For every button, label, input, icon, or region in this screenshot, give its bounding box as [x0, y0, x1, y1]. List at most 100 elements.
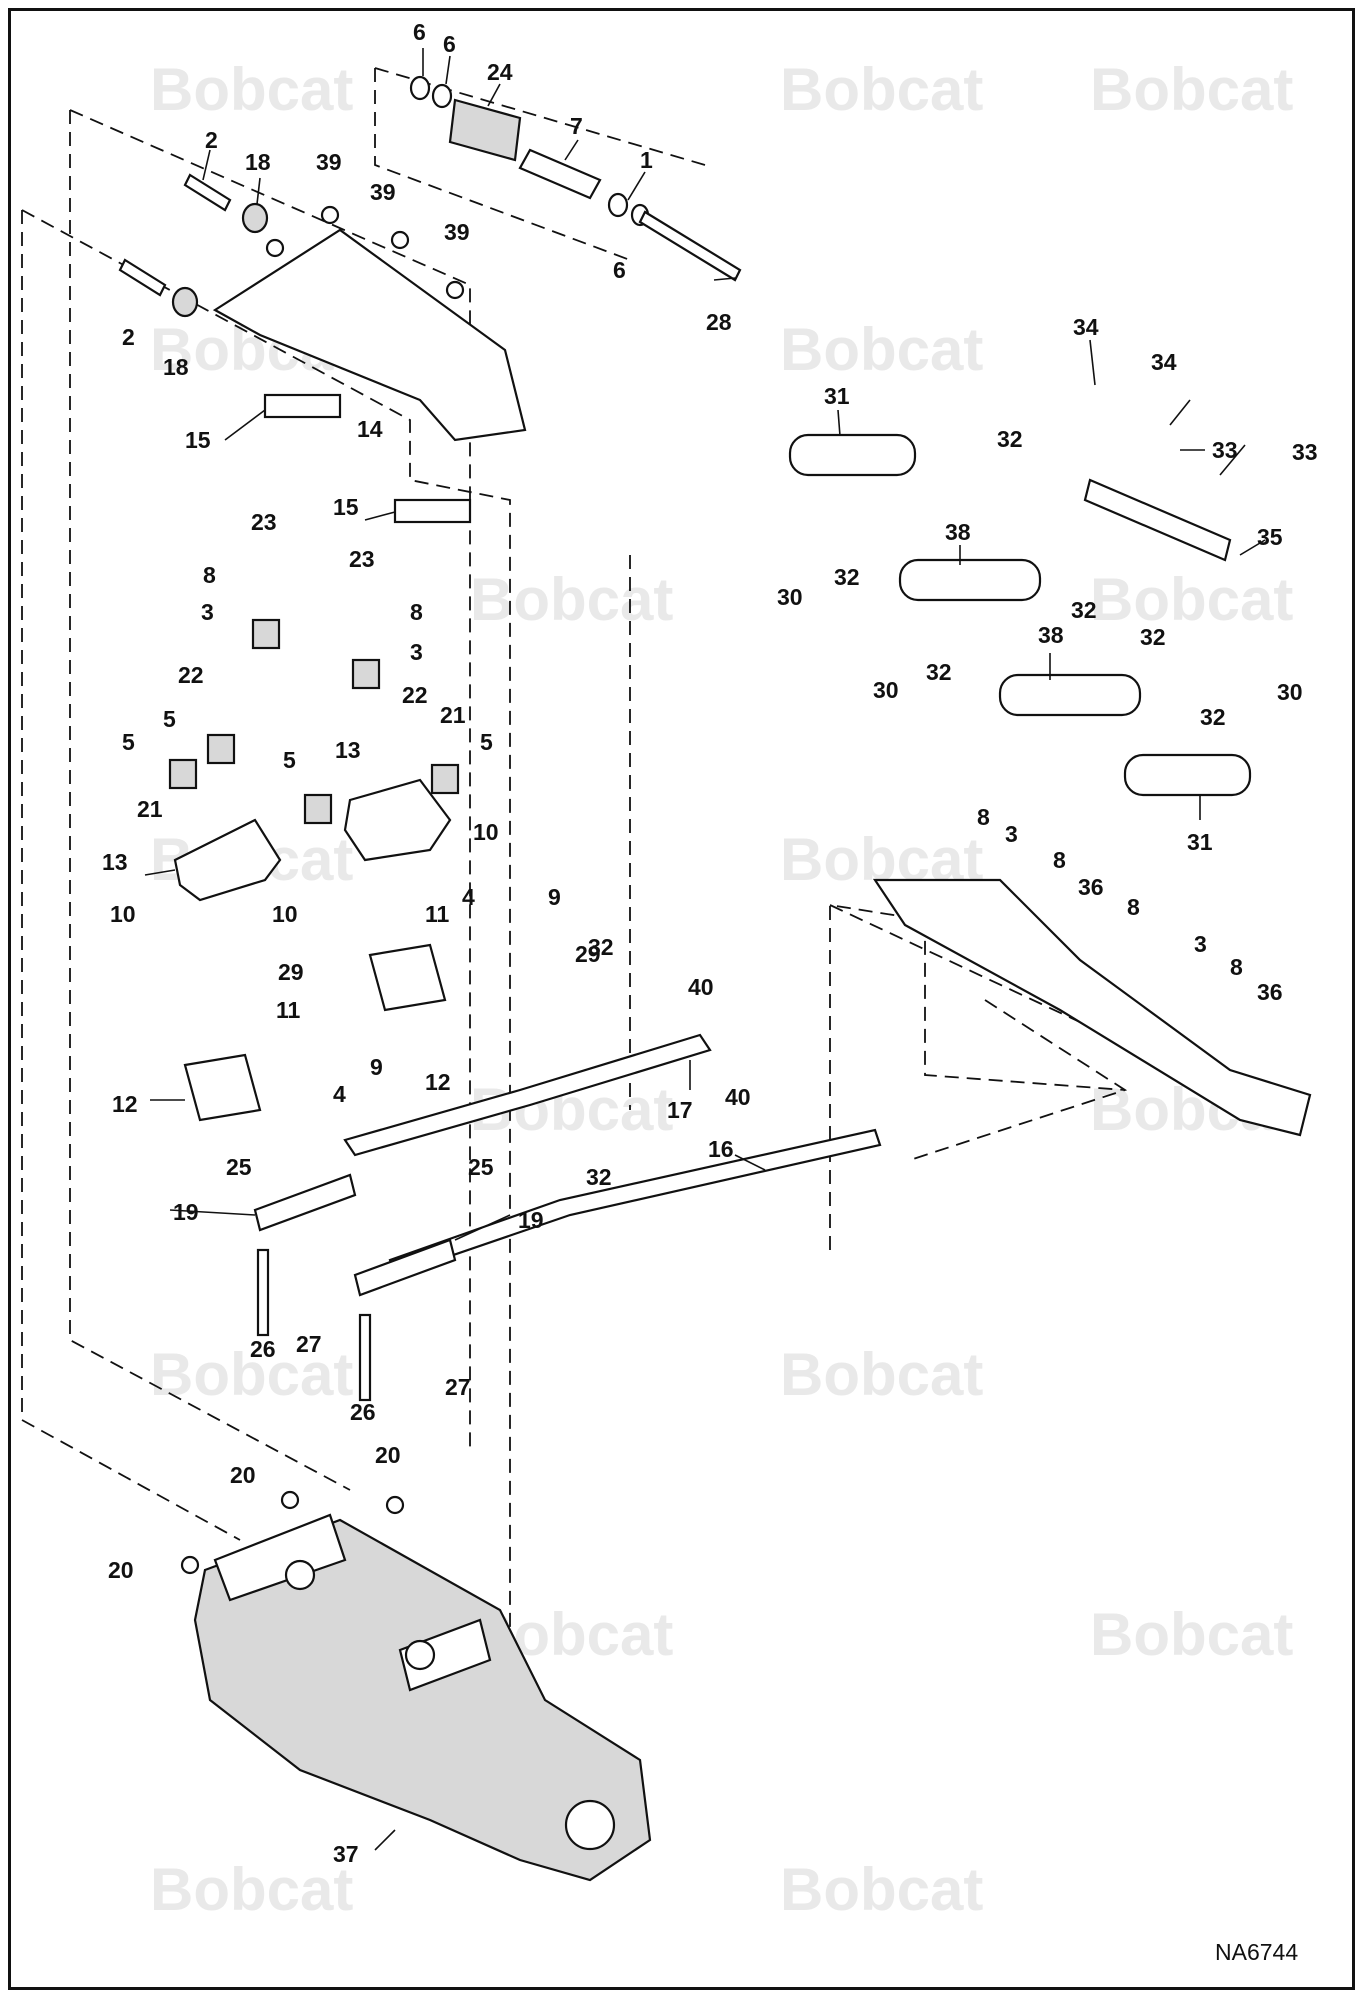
- watermark: Bobcat: [1090, 566, 1293, 633]
- callout-1: 1: [640, 147, 653, 173]
- pin-2b: [118, 258, 167, 297]
- callout-37: 37: [333, 1841, 359, 1867]
- callout-9: 9: [548, 884, 561, 910]
- callout-34: 34: [1151, 349, 1177, 375]
- leader: [454, 1214, 511, 1241]
- leader: [627, 171, 646, 201]
- cylinder-31b: [1123, 753, 1252, 797]
- callout-32: 32: [588, 934, 614, 960]
- callout-4: 4: [462, 884, 475, 910]
- callout-10: 10: [110, 901, 136, 927]
- callout-29: 29: [575, 941, 601, 967]
- bolt-39b: [320, 205, 340, 225]
- watermark: Bobcat: [1090, 1601, 1293, 1668]
- callouts: 6 6 24 7 1 6 28 2 18 39 39 39 2 18 15 14…: [102, 19, 1318, 1867]
- pump-port: [564, 1799, 616, 1851]
- callout-26: 26: [350, 1399, 376, 1425]
- callout-7: 7: [570, 113, 583, 139]
- callout-8: 8: [1230, 954, 1243, 980]
- watermark: Bobcat: [150, 1341, 353, 1408]
- callout-5: 5: [283, 747, 296, 773]
- leader-lines: [144, 48, 1266, 1851]
- callout-40: 40: [725, 1084, 751, 1110]
- assembly-outlines: [21, 67, 1226, 1720]
- callout-23: 23: [251, 509, 277, 535]
- leader: [1239, 539, 1266, 556]
- callout-5: 5: [122, 729, 135, 755]
- leader: [1089, 339, 1096, 386]
- cylinder-38a: [898, 558, 1042, 602]
- outline-left-outer: [69, 109, 471, 1450]
- callout-36: 36: [1257, 979, 1283, 1005]
- callout-19: 19: [173, 1199, 199, 1225]
- callout-28: 28: [706, 309, 732, 335]
- callout-3: 3: [410, 639, 423, 665]
- block-15a: [263, 393, 342, 419]
- leader: [564, 139, 579, 161]
- callout-2: 2: [122, 324, 135, 350]
- callout-26: 26: [250, 1336, 276, 1362]
- callout-32: 32: [926, 659, 952, 685]
- callout-32: 32: [586, 1164, 612, 1190]
- callout-30: 30: [873, 677, 899, 703]
- bracket-13b: [343, 778, 452, 862]
- callout-39: 39: [444, 219, 470, 245]
- bracket-13a: [173, 818, 282, 902]
- callout-27: 27: [445, 1374, 471, 1400]
- block-12b: [368, 943, 447, 1012]
- callout-6: 6: [413, 19, 426, 45]
- callout-27: 27: [296, 1331, 322, 1357]
- callout-4: 4: [333, 1081, 346, 1107]
- cylinder-31a: [788, 433, 917, 477]
- callout-39: 39: [316, 149, 342, 175]
- callout-3: 3: [1005, 821, 1018, 847]
- leader: [256, 177, 261, 205]
- outline-middle: [21, 209, 511, 1720]
- callout-13: 13: [102, 849, 128, 875]
- callout-10: 10: [473, 819, 499, 845]
- callout-12: 12: [425, 1069, 451, 1095]
- watermark: Bobcat: [1090, 56, 1293, 123]
- leader: [202, 149, 211, 181]
- link-16: [388, 1128, 882, 1277]
- bushing-5c: [303, 793, 333, 825]
- callout-34: 34: [1073, 314, 1099, 340]
- callout-33: 33: [1292, 439, 1318, 465]
- callout-8: 8: [1053, 847, 1066, 873]
- leader: [364, 511, 396, 521]
- callout-32: 32: [834, 564, 860, 590]
- axle-housing: [872, 878, 1312, 1137]
- callout-13: 13: [335, 737, 361, 763]
- callout-23: 23: [349, 546, 375, 572]
- block-12a: [183, 1053, 262, 1122]
- callout-21: 21: [137, 796, 163, 822]
- outline-left-inner: [69, 110, 351, 1491]
- leader: [1169, 399, 1191, 426]
- leader: [224, 409, 266, 441]
- callout-29: 29: [278, 959, 304, 985]
- callout-14: 14: [357, 416, 383, 442]
- washer-6a: [409, 75, 431, 101]
- mount-3b: [351, 658, 381, 690]
- callout-15: 15: [185, 427, 211, 453]
- pump-assembly: [180, 1490, 652, 1882]
- leader: [1219, 444, 1246, 476]
- leader: [734, 1154, 766, 1171]
- pump-37: [193, 1518, 652, 1882]
- bolt-26a: [256, 1248, 270, 1337]
- callout-2: 2: [205, 127, 218, 153]
- callout-6: 6: [443, 31, 456, 57]
- leader: [144, 869, 176, 876]
- callout-20: 20: [108, 1557, 134, 1583]
- pump-shaft-2: [404, 1639, 436, 1671]
- callout-10: 10: [272, 901, 298, 927]
- callout-18: 18: [163, 354, 189, 380]
- callout-32: 32: [1140, 624, 1166, 650]
- block-15b: [393, 498, 472, 524]
- callout-32: 32: [1200, 704, 1226, 730]
- callout-39: 39: [370, 179, 396, 205]
- callout-5: 5: [480, 729, 493, 755]
- isolator-mounts: [168, 618, 460, 1122]
- watermark: Bobcat: [150, 1856, 353, 1923]
